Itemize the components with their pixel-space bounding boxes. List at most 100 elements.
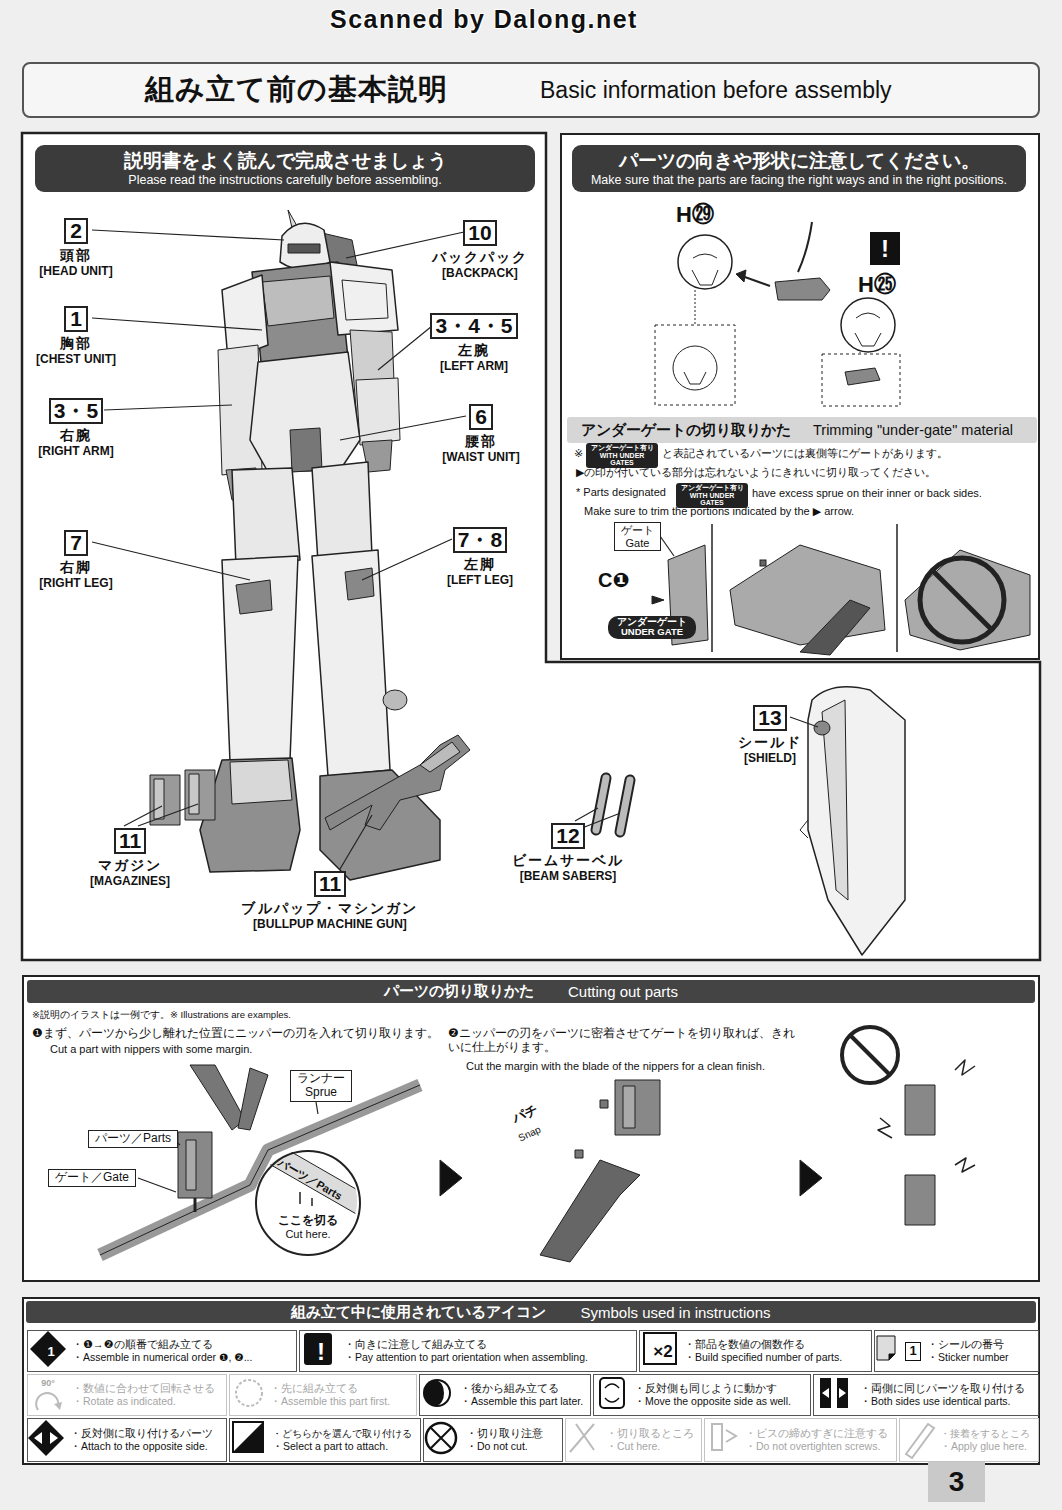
heading-japanese: パーツの向きや形状に注意してください。 — [580, 149, 1018, 172]
cut-note: Cut here. — [257, 1228, 359, 1240]
symbol-text: ・向きに注意して組み立てる・Pay attention to part orie… — [344, 1331, 633, 1371]
sound-effect: Snap — [517, 1124, 543, 1145]
watermark: Scanned by Dalong.net — [330, 4, 638, 34]
icon-text: ×2 — [647, 1336, 679, 1367]
symbol-description: ・Cut here. — [606, 1440, 698, 1453]
heading-band: 組み立て中に使用されているアイコンSymbols used in instruc… — [26, 1301, 1036, 1323]
title-band: 組み立て前の基本説明Basic information before assem… — [22, 62, 1040, 118]
label-box: ゲートGate — [614, 522, 661, 551]
symbol-text: ・部品を数値の個数作る・Build specified number of pa… — [684, 1331, 868, 1371]
part-name-english: [CHEST UNIT] — [36, 352, 116, 367]
note-text: * Parts designated — [576, 486, 666, 499]
symbol-text: ・反対側に取り付けるパーツ・Attach to the opposite sid… — [70, 1419, 223, 1461]
heading-english: Cutting out parts — [568, 983, 678, 1000]
symbol-description: ・Assemble this part first. — [270, 1395, 413, 1408]
part-name: マガジン — [90, 857, 170, 874]
part-callout: 6腰部[WAIST UNIT] — [442, 404, 519, 465]
symbol-description: ・Select a part to attach. — [272, 1440, 417, 1453]
symbol-description: ・切り取るところ — [606, 1427, 698, 1440]
icon-text: 1 — [41, 1342, 61, 1362]
part-name: ビームサーベル — [512, 852, 625, 869]
callout-number: 7・8 — [453, 527, 507, 553]
heading-japanese: 組み立て中に使用されているアイコン — [291, 1303, 546, 1322]
label-box: ランナーSprue — [290, 1070, 352, 1102]
symbol-description: ・後から組み立てる — [460, 1382, 587, 1395]
symbol-text: ・後から組み立てる・Assemble this part later. — [460, 1375, 587, 1415]
icon-pill: アンダーゲート有り WITH UNDER GATES — [676, 483, 748, 508]
box-label: パーツ／Parts — [95, 1132, 171, 1146]
callout-number: 3・5 — [49, 398, 103, 424]
symbol-cell: ・ビスの締めすぎに注意する・Do not overtighten screws. — [704, 1418, 897, 1462]
part-label: パーツ／Parts — [267, 1151, 352, 1209]
note-text: と表記されているパーツには裏側等にゲートがあります。 — [662, 447, 948, 460]
step-text: Cut the margin with the blade of the nip… — [466, 1060, 765, 1073]
symbol-text: ・数値に合わせて回転させる・Rotate as indicated. — [72, 1375, 223, 1415]
symbol-description: ・シールの番号 — [927, 1338, 1035, 1351]
page-number: 3 — [928, 1462, 985, 1502]
box-label: ゲート — [621, 524, 654, 537]
symbol-description: ・ビスの締めすぎに注意する — [745, 1427, 893, 1440]
section-band: アンダーゲートの切り取りかたTrimming "under-gate" mate… — [567, 417, 1037, 443]
part-callout: 3・4・5左腕[LEFT ARM] — [430, 313, 517, 374]
symbol-text: ・ビスの締めすぎに注意する・Do not overtighten screws. — [745, 1419, 893, 1461]
symbol-description: ・Build specified number of parts. — [684, 1351, 868, 1364]
part-name-english: [LEFT LEG] — [447, 573, 513, 588]
part-code: H㉕ — [858, 272, 896, 298]
callout-number: 3・4・5 — [430, 313, 517, 339]
symbol-description: ・Attach to the opposite side. — [70, 1440, 223, 1453]
callout-number: 2 — [64, 218, 88, 244]
part-callout: 7・8左脚[LEFT LEG] — [447, 527, 513, 588]
part-name-english: [BACKPACK] — [432, 266, 529, 281]
symbol-description: ・部品を数値の個数作る — [684, 1338, 868, 1351]
part-name: 頭部 — [39, 247, 112, 264]
symbol-cell: ・両側に同じパーツを取り付ける・Both sides use identical… — [813, 1374, 1039, 1416]
symbol-cell: ・❶→❷の順番で組み立てる・Assemble in numerical orde… — [27, 1330, 297, 1372]
label-box: ゲート／Gate — [48, 1169, 136, 1187]
symbol-cell: ・先に組み立てる・Assemble this part first. — [229, 1374, 417, 1416]
heading-band: パーツの向きや形状に注意してください。Make sure that the pa… — [572, 145, 1026, 192]
part-name-english: [RIGHT ARM] — [38, 444, 114, 459]
note-text: ※ — [574, 447, 583, 460]
step-text: ❷ニッパーの刃をパーツに密着させてゲートを切り取れば、きれいに仕上がります。 — [448, 1026, 798, 1055]
note-text: Make sure to trim the portions indicated… — [584, 505, 854, 518]
symbol-description: ・接着をするところ — [940, 1428, 1035, 1440]
part-code: H㉙ — [676, 202, 714, 228]
tag-text: UNDER GATE — [617, 627, 687, 637]
title-english: Basic information before assembly — [540, 77, 892, 104]
part-code: C❶ — [598, 568, 629, 592]
heading-japanese: 説明書をよく読んで完成させましょう — [43, 149, 527, 172]
step-text: ❶まず、パーツから少し離れた位置にニッパーの刃を入れて切り取ります。 — [32, 1026, 439, 1040]
part-name: 右腕 — [38, 427, 114, 444]
heading-english: Please read the instructions carefully b… — [43, 173, 527, 188]
symbol-cell: ・部品を数値の個数作る・Build specified number of pa… — [639, 1330, 872, 1372]
part-name-english: [HEAD UNIT] — [39, 264, 112, 279]
symbol-cell: ・後から組み立てる・Assemble this part later. — [419, 1374, 591, 1416]
symbol-cell: ・シールの番号・Sticker number1 — [874, 1330, 1039, 1372]
box-label: Gate — [621, 537, 654, 550]
part-callout: 12ビームサーベル[BEAM SABERS] — [512, 823, 625, 884]
part-name-english: [BEAM SABERS] — [512, 869, 625, 884]
symbol-cell: ・向きに注意して組み立てる・Pay attention to part orie… — [299, 1330, 637, 1372]
part-name: バックパック — [432, 249, 529, 266]
symbol-description: ・Pay attention to part orientation when … — [344, 1351, 633, 1364]
symbol-description: ・反対側に取り付けるパーツ — [70, 1427, 223, 1440]
part-name-english: [SHIELD] — [738, 751, 802, 766]
callout-number: 10 — [463, 220, 496, 246]
symbol-description: ・Move the opposite side as well. — [634, 1395, 807, 1408]
part-callout: 10 バックパック[BACKPACK] — [432, 220, 529, 281]
tag-pill: アンダーゲートUNDER GATE — [608, 616, 696, 639]
magnifier-circle: パーツ／Partsここを切るCut here. — [255, 1150, 361, 1256]
symbol-description: ・切り取り注意 — [466, 1427, 559, 1440]
part-name: 左腕 — [430, 342, 517, 359]
symbol-cell: ・切り取り注意・Do not cut. — [423, 1418, 563, 1462]
heading-english: Make sure that the parts are facing the … — [580, 173, 1018, 188]
notice-panel: アンダーゲートの切り取りかたTrimming "under-gate" mate… — [560, 133, 1040, 660]
symbol-description: ・Assemble in numerical order ❶, ❷... — [72, 1351, 293, 1364]
symbol-description: ・Rotate as indicated. — [72, 1395, 223, 1408]
symbol-cell: ・切り取るところ・Cut here. — [565, 1418, 702, 1462]
part-name-english: [MAGAZINES] — [90, 874, 170, 889]
box-label: ゲート／Gate — [55, 1171, 129, 1185]
symbol-description: ・Sticker number — [927, 1351, 1035, 1364]
